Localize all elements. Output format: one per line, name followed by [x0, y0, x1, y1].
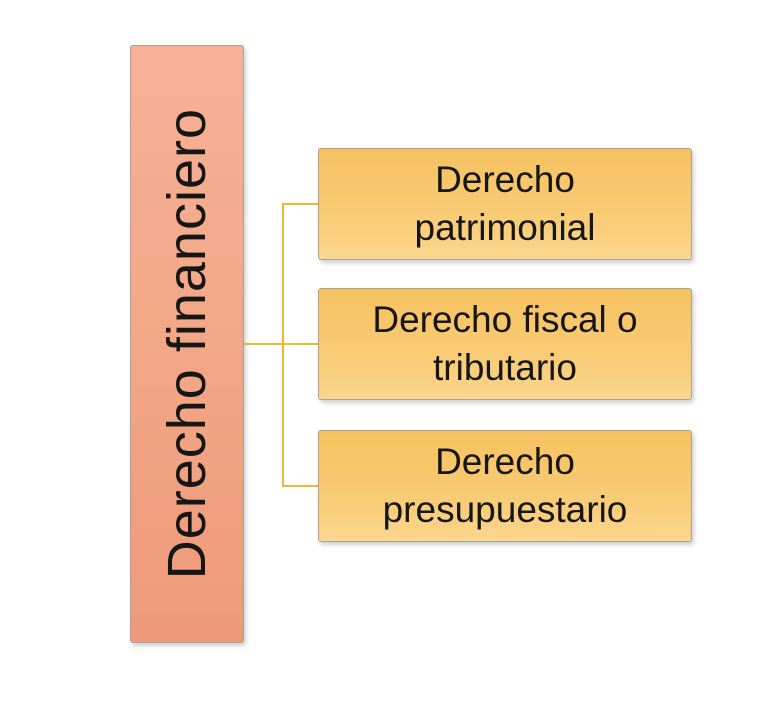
connector-branch-top [282, 203, 318, 205]
child-node-derecho-patrimonial: Derecho patrimonial [318, 148, 692, 260]
connector-trunk-horizontal [244, 343, 318, 345]
child-node-label-line: tributario [433, 347, 577, 388]
connector-branch-bottom [282, 485, 318, 487]
child-node-label-line: Derecho [435, 441, 575, 482]
root-node-label: Derecho financiero [157, 108, 217, 580]
root-node-derecho-financiero: Derecho financiero [130, 45, 244, 643]
child-node-derecho-presupuestario: Derecho presupuestario [318, 430, 692, 542]
child-node-label-line: presupuestario [382, 489, 628, 530]
connector-vertical-spine [282, 203, 284, 487]
child-node-label-line: patrimonial [414, 207, 596, 248]
child-node-derecho-fiscal-o-tributario: Derecho fiscal o tributario [318, 288, 692, 400]
child-node-label-line: Derecho fiscal o [372, 299, 638, 340]
child-node-label-line: Derecho [435, 159, 575, 200]
